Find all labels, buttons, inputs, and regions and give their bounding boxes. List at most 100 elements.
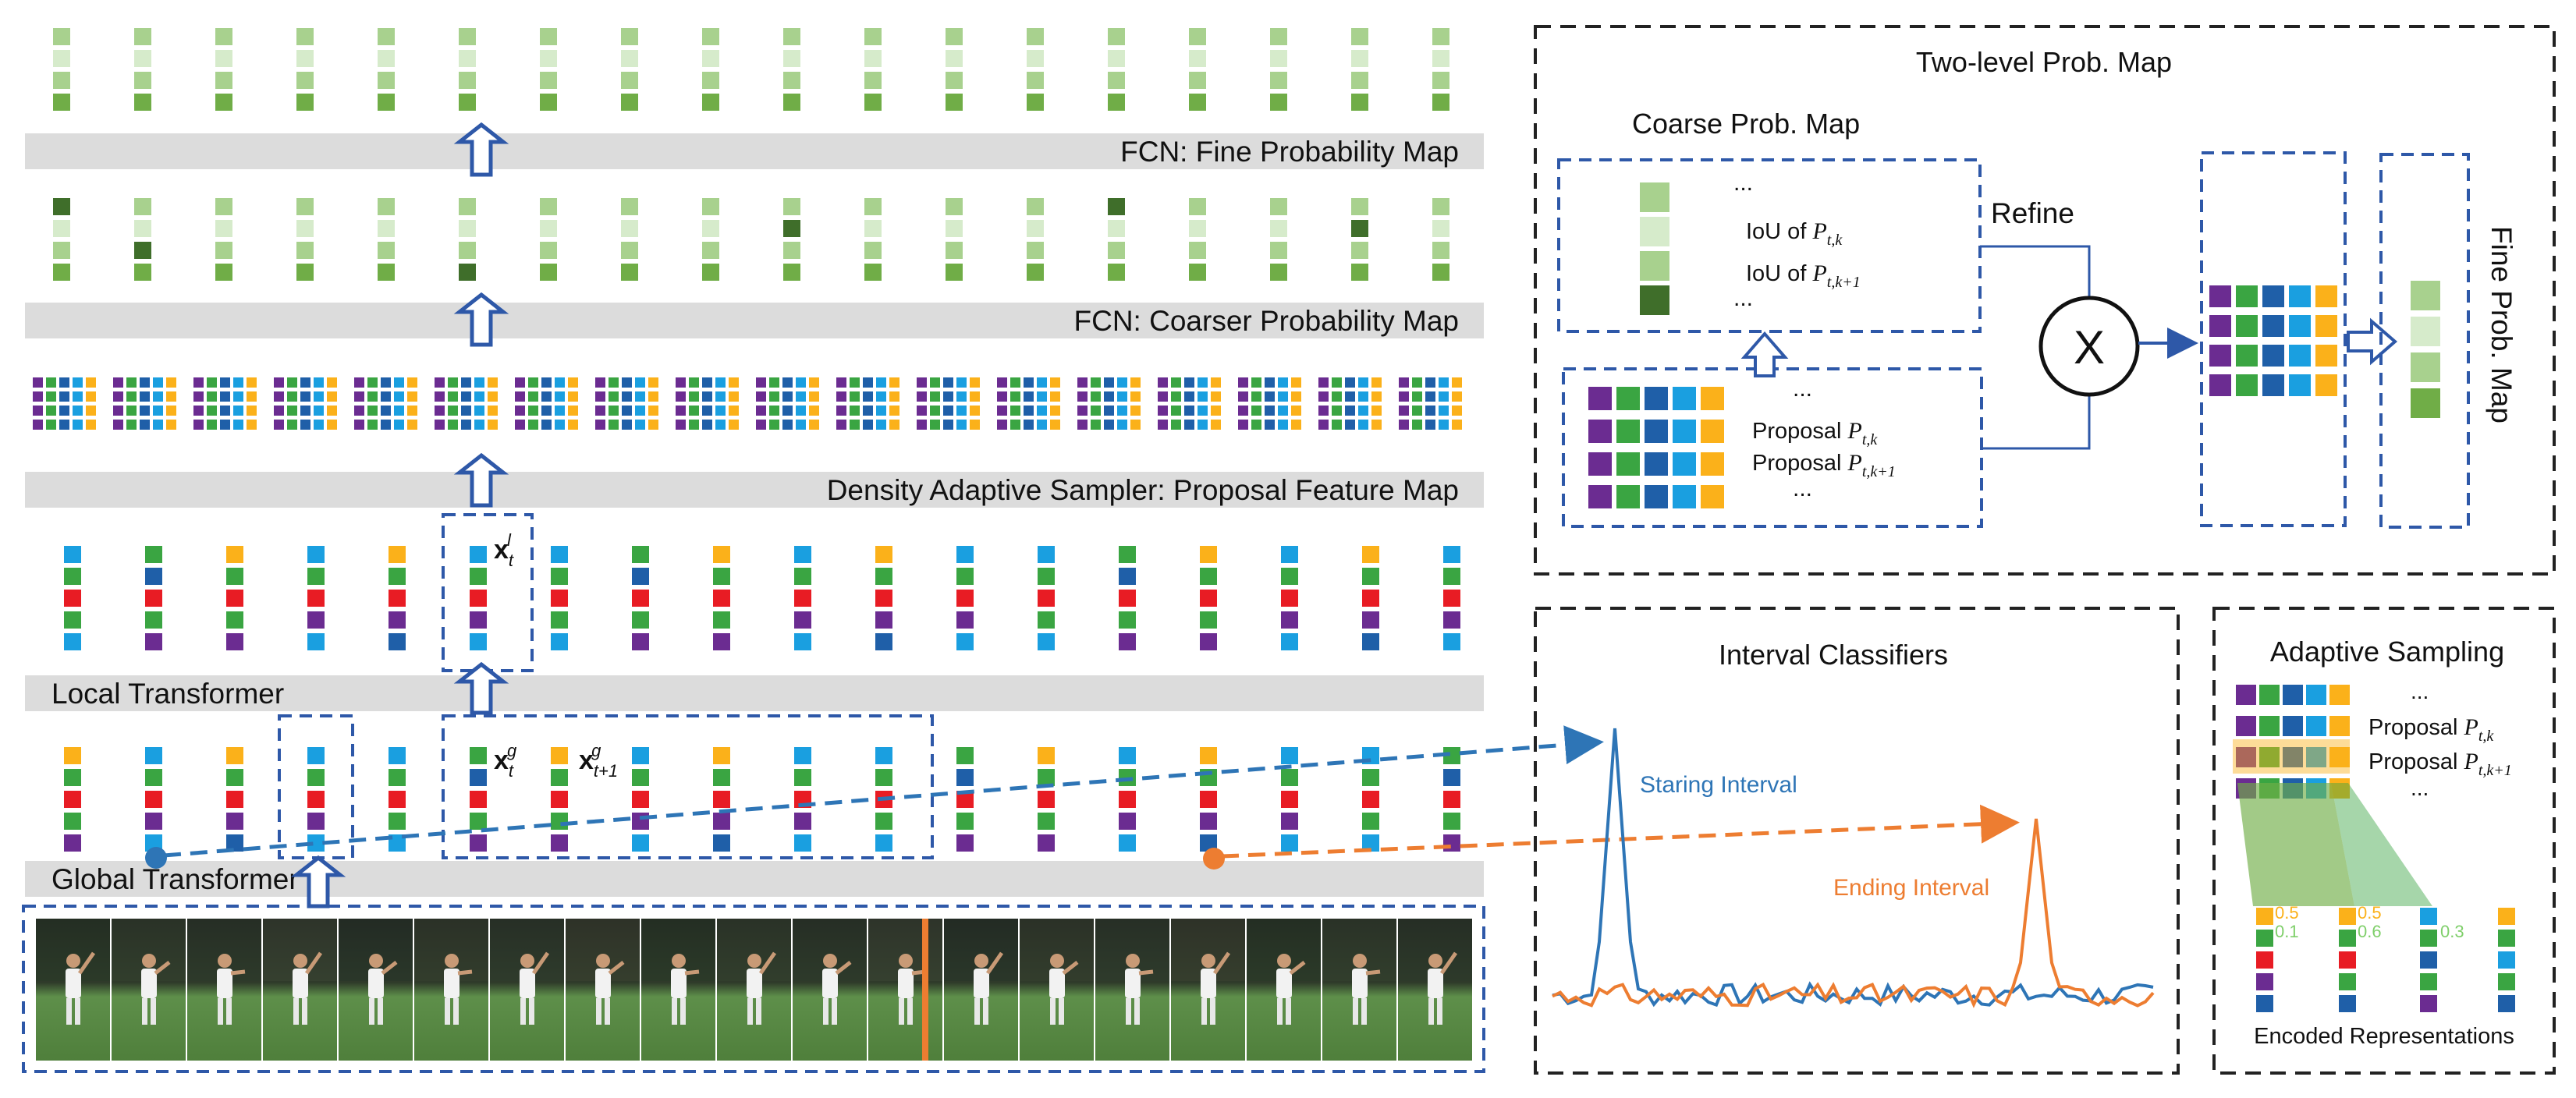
proposal-connector	[1982, 384, 2091, 450]
proposal-cell	[676, 420, 686, 430]
proposal-cell	[314, 377, 324, 388]
player-arm	[758, 951, 777, 975]
global-feature-cell	[1038, 834, 1055, 852]
proposal-cell	[1358, 420, 1368, 430]
coarse-prob-cell	[1270, 242, 1287, 259]
proposal-cell	[515, 406, 525, 416]
adaptive-cell	[2236, 716, 2256, 736]
iou-dots-bottom: ...	[1733, 285, 1753, 311]
two-level-title: Two-level Prob. Map	[1916, 46, 2172, 78]
fine-prob-cell	[2411, 317, 2440, 346]
proposal-cell	[274, 377, 284, 388]
player-leg	[672, 998, 677, 1025]
proposal-cell	[622, 406, 632, 416]
coarse-prob-cell	[296, 220, 314, 237]
global-feature-cell	[470, 769, 487, 786]
proposal-cell	[997, 406, 1007, 416]
proposal-cell	[407, 377, 417, 388]
player-head	[672, 954, 686, 968]
proposal-cell	[729, 420, 739, 430]
proposal-cell	[1588, 420, 1612, 443]
global-feature-cell	[551, 791, 568, 808]
interval-panel: Interval Classifiers Staring Interval En…	[1534, 607, 2180, 1075]
global-feature-cell	[1362, 791, 1379, 808]
proposal-cell	[1024, 377, 1034, 388]
global-feature-cell	[389, 834, 406, 852]
proposal-cell	[609, 377, 619, 388]
refined-cell	[2289, 315, 2311, 337]
proposal-cell	[622, 391, 632, 402]
proposal-cell	[1701, 485, 1724, 508]
proposal-cell	[970, 377, 980, 388]
fine-prob-cell	[53, 28, 70, 45]
refined-cell	[2209, 374, 2231, 396]
proposal-cell	[327, 406, 337, 416]
global-window-box	[442, 714, 934, 859]
proposal-cell	[1616, 485, 1640, 508]
player-body	[293, 969, 308, 998]
fine-prob-cell	[1108, 50, 1125, 67]
global-feature-cell	[1200, 791, 1217, 808]
proposal-cell	[541, 420, 552, 430]
coarse-prob-cell	[783, 198, 800, 215]
proposal-cell	[1010, 377, 1020, 388]
refined-feature-grid	[2209, 285, 2337, 396]
coarse-prob-cell	[53, 264, 70, 281]
global-feature-cell	[1200, 834, 1217, 852]
global-feature-cell	[1281, 747, 1298, 764]
coarse-prob-cell	[1640, 182, 1669, 212]
player-arm	[1289, 961, 1306, 975]
proposal-cell	[1104, 377, 1114, 388]
local-feature-cell	[1200, 568, 1217, 585]
coarse-prob-cell	[702, 220, 719, 237]
fine-prob-cell	[621, 94, 638, 111]
encoded-columns	[2256, 908, 2515, 1012]
player-arm	[684, 969, 700, 976]
global-feature-cell	[875, 834, 892, 852]
local-feature-cell	[794, 611, 811, 629]
proposal-cell	[1439, 391, 1449, 402]
global-feature-cell	[64, 791, 81, 808]
proposal-cell	[555, 391, 565, 402]
fine-prob-cell	[378, 28, 395, 45]
local-feature-cell	[875, 590, 892, 607]
player-head	[142, 954, 156, 968]
proposal-cell	[1091, 377, 1101, 388]
coarse-prob-cell	[621, 264, 638, 281]
fine-band-label: FCN: Fine Probability Map	[1120, 136, 1459, 168]
global-feature-cell	[145, 747, 162, 764]
proposal-cell	[314, 391, 324, 402]
coarse-prob-cell	[53, 242, 70, 259]
proposal-cell	[943, 420, 953, 430]
global-feature-cell	[794, 769, 811, 786]
global-feature-cell	[956, 769, 974, 786]
proposal-cell	[1198, 420, 1208, 430]
proposal-cell	[1278, 377, 1288, 388]
proposal-cell	[1091, 391, 1101, 402]
local-feature-cell	[1362, 590, 1379, 607]
global-feature-cell	[1119, 791, 1136, 808]
adaptive-proposal-k: Proposal Pt,k	[2368, 714, 2494, 745]
proposal-cell	[354, 377, 364, 388]
proposal-cell	[153, 391, 163, 402]
proposal-cell	[622, 377, 632, 388]
player-arm	[230, 969, 246, 976]
local-feature-cell	[226, 546, 243, 563]
proposal-cell	[635, 377, 645, 388]
proposal-cell	[1673, 387, 1696, 410]
coarse-prob-cell	[621, 198, 638, 215]
fine-prob-cell	[1432, 28, 1449, 45]
proposal-cell	[515, 391, 525, 402]
fine-box	[2379, 153, 2470, 529]
proposal-cell	[930, 377, 940, 388]
proposal-cell	[1399, 420, 1409, 430]
proposal-cell	[689, 406, 699, 416]
proposal-cell	[930, 391, 940, 402]
local-feature-cell	[1281, 546, 1298, 563]
coarse-prob-cell	[1027, 198, 1044, 215]
proposal-cell	[233, 377, 243, 388]
sampler-up-arrow	[453, 452, 509, 508]
coarse-prob-cell	[459, 264, 476, 281]
player-arm	[531, 951, 550, 975]
global-feature-cell	[64, 834, 81, 852]
